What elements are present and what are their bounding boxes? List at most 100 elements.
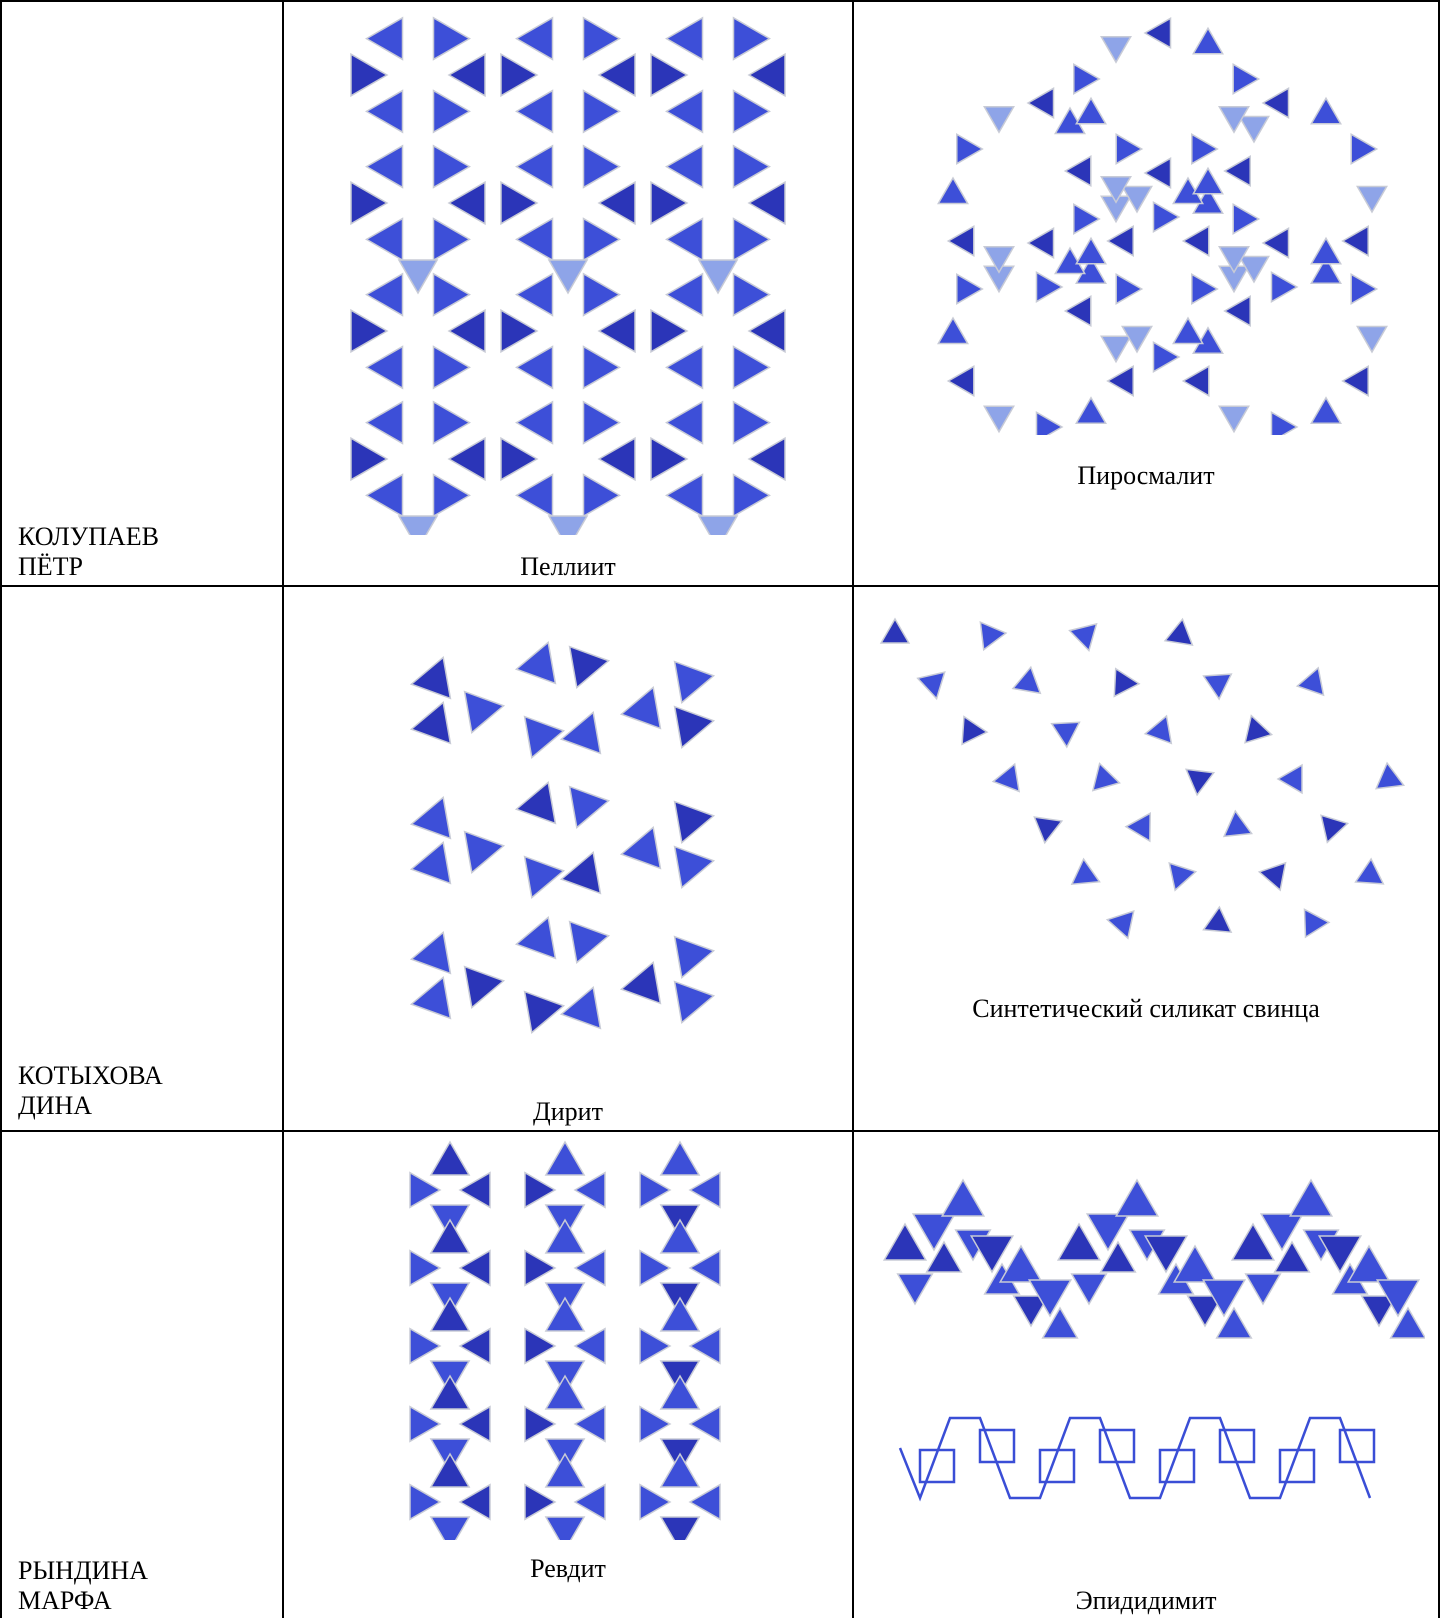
silicate-tetrahedron [1259, 1213, 1305, 1252]
silicate-tetrahedron [665, 272, 704, 317]
silicate-tetrahedron [732, 89, 771, 134]
silicate-tetrahedron [573, 1483, 606, 1521]
silicate-tetrahedron [409, 930, 452, 975]
silicate-tetrahedron [432, 473, 471, 518]
silicate-tetrahedron [1360, 1295, 1398, 1328]
silicate-tetrahedron [409, 1483, 442, 1521]
silicate-tetrahedron [514, 640, 557, 685]
silicate-tetrahedron [559, 985, 602, 1030]
silicate-tetrahedron [1075, 236, 1107, 265]
silicate-tetrahedron [619, 685, 662, 730]
silicate-tetrahedron [1230, 1222, 1276, 1261]
silicate-tetrahedron [1100, 176, 1132, 204]
silicate-tetrahedron [916, 671, 946, 701]
silicate-tetrahedron [732, 16, 771, 61]
silicate-tetrahedron [524, 1483, 557, 1521]
silicate-tetrahedron [650, 436, 689, 482]
silicate-tetrahedron [665, 345, 704, 390]
wireframe-ring [1038, 1448, 1076, 1484]
silicate-tetrahedron [1389, 1306, 1425, 1339]
student-name: РЫНДИНА МАРФА [18, 1556, 148, 1616]
silicate-tetrahedron [1143, 1235, 1189, 1274]
silicate-tetrahedron [1172, 316, 1204, 345]
row-divider-2 [0, 1130, 1440, 1132]
silicate-tetrahedron [397, 259, 439, 295]
silicate-tetrahedron [673, 705, 716, 750]
silicate-tetrahedron [350, 308, 389, 354]
silicate-tetrahedron [688, 1327, 721, 1365]
row-divider-1 [0, 585, 1440, 587]
epididymite-structure-figure [882, 1178, 1425, 1502]
silicate-tetrahedron [688, 1171, 721, 1209]
silicate-tetrahedron [409, 795, 452, 840]
silicate-tetrahedron [1121, 325, 1153, 354]
silicate-tetrahedron [979, 620, 1008, 652]
silicate-tetrahedron [1106, 365, 1134, 397]
silicate-tetrahedron [1238, 255, 1270, 284]
silicate-tetrahedron [673, 660, 716, 705]
silicate-tetrahedron [582, 89, 621, 134]
silicate-tetrahedron [409, 1327, 442, 1365]
silicate-tetrahedron [1244, 1273, 1282, 1306]
student-surname: КОТЫХОВА [18, 1061, 163, 1090]
silicate-tetrahedron [514, 780, 557, 825]
table-border-left [0, 0, 2, 1618]
silicate-tetrahedron [1218, 405, 1250, 434]
silicate-tetrahedron [1191, 273, 1219, 305]
silicate-tetrahedron [1310, 396, 1342, 424]
silicate-tetrahedron [350, 52, 389, 98]
wireframe-ring [978, 1428, 1016, 1464]
silicate-tetrahedron [956, 273, 984, 305]
silicate-tetrahedron [409, 1171, 442, 1209]
table-border-top [0, 0, 1440, 2]
silicate-tetrahedron [732, 272, 771, 317]
silicate-tetrahedron [1201, 1279, 1247, 1318]
silicate-tetrahedron [1273, 1240, 1311, 1273]
silicate-tetrahedron [1099, 1240, 1137, 1273]
silicate-tetrahedron [458, 1171, 491, 1209]
silicate-tetrahedron [1056, 1222, 1102, 1261]
silicate-tetrahedron [1223, 295, 1251, 327]
silicate-tetrahedron [1106, 225, 1134, 257]
silicate-tetrahedron [515, 144, 554, 189]
revdite-structure-figure [409, 1140, 721, 1540]
silicate-tetrahedron [463, 690, 506, 735]
mineral-caption: Пиросмалит [1077, 461, 1215, 490]
silicate-tetrahedron [1075, 396, 1107, 424]
wireframe-ring [1338, 1428, 1376, 1464]
silicate-tetrahedron [1063, 155, 1092, 187]
silicate-tetrahedron [747, 180, 786, 226]
silicate-tetrahedron [665, 217, 704, 262]
silicate-tetrahedron [946, 225, 975, 257]
silicate-tetrahedron [1261, 227, 1290, 259]
mineral-caption: Синтетический силикат свинца [972, 994, 1320, 1023]
silicate-tetrahedron [447, 52, 486, 98]
mineral-caption: Дирит [533, 1097, 603, 1126]
silicate-tetrahedron [1143, 17, 1172, 49]
silicate-tetrahedron [688, 1249, 721, 1287]
silicate-tetrahedron [1035, 411, 1064, 435]
col-divider-2 [852, 0, 854, 1618]
silicate-tetrahedron [879, 617, 911, 644]
silicate-tetrahedron [619, 960, 662, 1005]
silicate-tetrahedron [1374, 761, 1405, 790]
silicate-tetrahedron [1163, 617, 1194, 647]
silicate-tetrahedron [1215, 1306, 1253, 1339]
dirit-structure-figure [409, 640, 716, 1035]
silicate-tetrahedron [432, 16, 471, 61]
silicate-tetrahedron [1218, 246, 1250, 274]
silicate-tetrahedron [1310, 256, 1342, 284]
silicate-tetrahedron [500, 52, 539, 98]
silicate-tetrahedron [1041, 1306, 1079, 1339]
silicate-tetrahedron [515, 89, 554, 134]
lead-silicate-structure-figure [879, 617, 1405, 940]
silicate-tetrahedron [1191, 133, 1219, 165]
silicate-tetrahedron [650, 180, 689, 226]
silicate-tetrahedron [969, 1235, 1015, 1274]
student-firstname: МАРФА [18, 1586, 112, 1615]
silicate-tetrahedron [432, 400, 471, 445]
silicate-tetrahedron [544, 1140, 586, 1176]
silicate-tetrahedron [365, 217, 404, 262]
silicate-tetrahedron [991, 762, 1021, 793]
silicate-tetrahedron [1050, 721, 1081, 749]
